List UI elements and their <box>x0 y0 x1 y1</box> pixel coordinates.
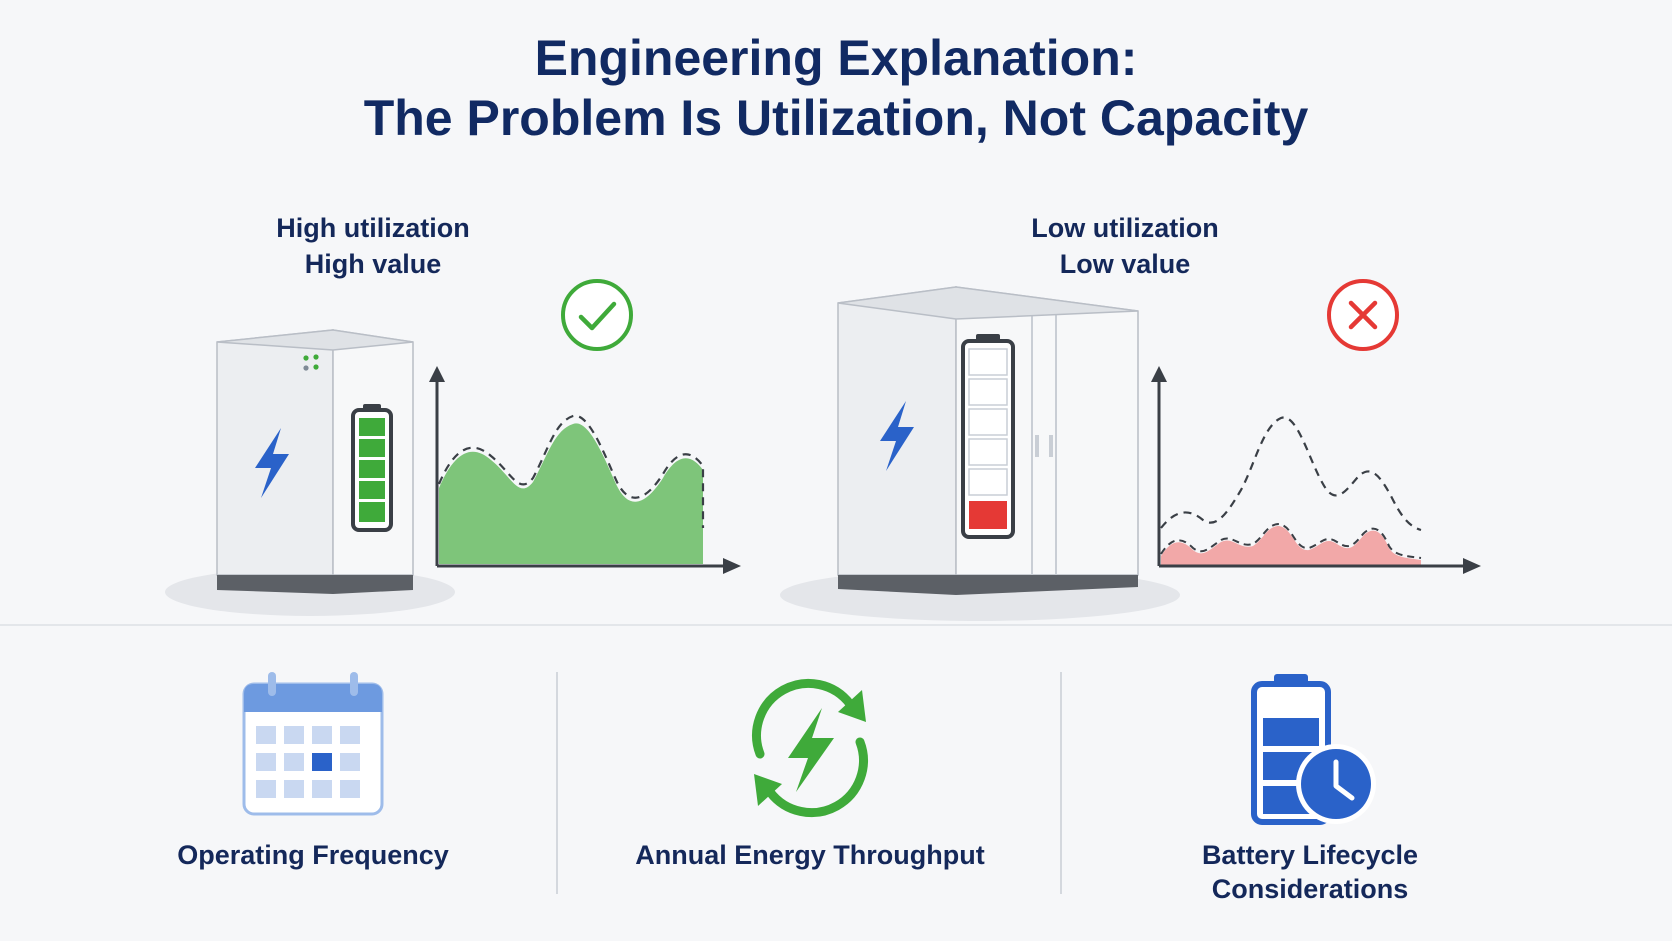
low-utilization-label: Low utilization Low value <box>975 210 1275 282</box>
section-divider <box>0 624 1672 626</box>
battery-clock-icon <box>1251 674 1376 825</box>
title-line-2: The Problem Is Utilization, Not Capacity <box>363 90 1309 146</box>
battery-lifecycle-label: Battery Lifecycle Considerations <box>1110 838 1510 906</box>
lightning-icon-2 <box>880 401 914 471</box>
calendar-icon <box>242 672 384 816</box>
battery-lifecycle-line-2: Considerations <box>1211 874 1409 904</box>
high-utilization-chart <box>429 366 741 574</box>
lightning-icon <box>255 428 289 498</box>
page-title: Engineering Explanation: The Problem Is … <box>0 28 1672 148</box>
energy-cycle-icon <box>752 678 868 818</box>
annual-energy-throughput-label: Annual Energy Throughput <box>610 838 1010 872</box>
low-utilization-chart <box>1151 366 1481 574</box>
operating-frequency-label: Operating Frequency <box>133 838 493 872</box>
battery-low-bar <box>969 501 1007 529</box>
high-utilization-line-1: High utilization <box>276 213 470 243</box>
battery-lifecycle-line-1: Battery Lifecycle <box>1201 840 1419 870</box>
feature-divider-2 <box>1060 672 1062 894</box>
x-circle-icon <box>1327 279 1399 351</box>
high-utilization-line-2: High value <box>304 249 442 279</box>
low-utilization-line-1: Low utilization <box>1031 213 1219 243</box>
low-utilization-cabinet <box>780 286 1180 621</box>
battery-level-bars <box>359 418 385 522</box>
capacity-curve <box>1160 416 1422 532</box>
usage-area <box>1161 526 1421 566</box>
high-utilization-label: High utilization High value <box>223 210 523 282</box>
check-circle-icon <box>561 279 633 351</box>
feature-divider-1 <box>556 672 558 894</box>
battery-empty-slots <box>968 348 1008 496</box>
capacity-curve <box>437 414 705 528</box>
usage-area <box>439 423 703 564</box>
low-utilization-line-2: Low value <box>1059 249 1191 279</box>
operating-frequency-text: Operating Frequency <box>177 840 449 870</box>
high-utilization-cabinet <box>165 329 455 616</box>
annual-energy-throughput-text: Annual Energy Throughput <box>635 840 985 870</box>
title-line-1: Engineering Explanation: <box>534 30 1138 86</box>
